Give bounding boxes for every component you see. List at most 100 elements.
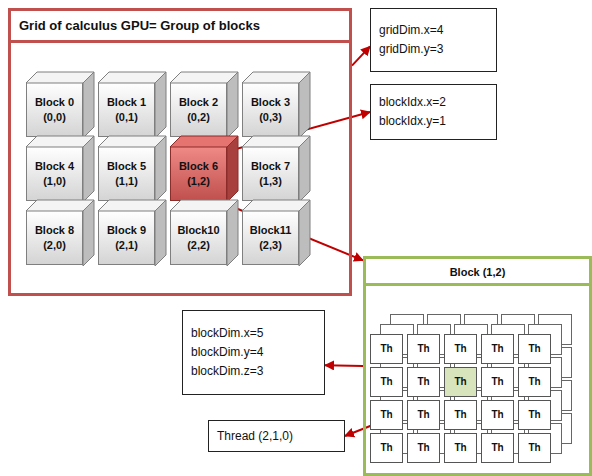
cube-top-face (242, 136, 310, 147)
cube-side-face (83, 200, 94, 266)
node-label: Block 1 (107, 95, 146, 110)
block-cube: Block 5(1,1) (98, 146, 155, 201)
node-label: (2,1) (115, 238, 138, 253)
cube-side-face (155, 72, 166, 138)
node-label: Th (417, 376, 429, 388)
thread-cell: Th (481, 367, 514, 397)
thread-cell: Th (444, 334, 477, 364)
block-cube: Block 7(1,3) (242, 146, 299, 201)
node-label: Th (380, 442, 392, 454)
header-rule (11, 40, 349, 43)
node-label: Th (380, 409, 392, 421)
node-label: Th (491, 343, 503, 355)
node-label: blockDim.y=4 (191, 343, 263, 362)
thread-cell: Th (407, 400, 440, 430)
block-cube: Block 0(0,0) (26, 82, 83, 137)
node-label: Block 8 (35, 223, 74, 238)
thread-cell: Th (407, 433, 440, 463)
cube-top-face (170, 200, 238, 211)
thread-cell-highlight: Th (444, 367, 477, 397)
node-label: Thread (2,1,0) (217, 427, 293, 446)
node-label: gridDim.y=3 (379, 40, 443, 59)
node-label: Th (528, 343, 540, 355)
block-cube: Block 8(2,0) (26, 210, 83, 265)
block-cube: Block 1(0,1) (98, 82, 155, 137)
cube-side-face (83, 72, 94, 138)
cube-top-face (98, 72, 166, 83)
cube-side-face (227, 136, 238, 202)
thread-cell: Th (370, 433, 403, 463)
cube-side-face (83, 136, 94, 202)
node-label: Th (454, 376, 466, 388)
node-label: Block 3 (251, 95, 290, 110)
node-label: (1,0) (43, 174, 66, 189)
thread-cell: Th (370, 334, 403, 364)
node-label: (1,2) (187, 174, 210, 189)
block-panel: Block (1,2)ThThThThThThThThThThThThThThT… (363, 256, 592, 476)
node-label: Th (491, 442, 503, 454)
node-label: (0,1) (115, 110, 138, 125)
cube-top-face (170, 136, 238, 147)
cube-side-face (155, 200, 166, 266)
block-cube: Block 2(0,2) (170, 82, 227, 137)
node-label: Block10 (177, 223, 219, 238)
node-label: Th (454, 442, 466, 454)
thread-cell: Th (518, 433, 551, 463)
cube-top-face (26, 72, 94, 83)
node-label: (2,2) (187, 238, 210, 253)
thread-cell: Th (518, 367, 551, 397)
panel-heading: Block (1,2) (450, 265, 506, 279)
cube-top-face (242, 200, 310, 211)
cube-top-face (242, 72, 310, 83)
node-label: Th (528, 376, 540, 388)
node-label: (0,2) (187, 110, 210, 125)
node-label: Th (417, 442, 429, 454)
cube-side-face (299, 136, 310, 202)
thread-cell: Th (407, 334, 440, 364)
block-cube: Block11(2,3) (242, 210, 299, 265)
grid-panel: Grid of calculus GPU= Group of blocksBlo… (8, 8, 352, 296)
cube-side-face (299, 200, 310, 266)
node-label: Th (454, 409, 466, 421)
arrow-connector (352, 46, 370, 65)
cube-top-face (26, 136, 94, 147)
node-label: Block 4 (35, 159, 74, 174)
thread-cell: Th (370, 367, 403, 397)
cube-side-face (227, 200, 238, 266)
node-label: Block 7 (251, 159, 290, 174)
callout-box: gridDim.x=4gridDim.y=3 (370, 8, 497, 72)
cube-side-face (227, 72, 238, 138)
arrow-connector (325, 364, 363, 367)
node-label: blockIdx.x=2 (379, 93, 446, 112)
block-cube: Block 9(2,1) (98, 210, 155, 265)
node-label: blockDim.x=5 (191, 324, 263, 343)
node-label: Th (491, 409, 503, 421)
cube-side-face (155, 136, 166, 202)
node-label: (1,3) (259, 174, 282, 189)
node-label: Block 5 (107, 159, 146, 174)
node-label: Th (380, 343, 392, 355)
node-label: blockDim.z=3 (191, 362, 263, 381)
node-label: Th (417, 343, 429, 355)
node-label: Th (528, 442, 540, 454)
node-label: Th (380, 376, 392, 388)
cube-top-face (98, 136, 166, 147)
node-label: (0,0) (43, 110, 66, 125)
thread-cell: Th (518, 400, 551, 430)
panel-heading: Grid of calculus GPU= Group of blocks (19, 18, 260, 34)
block-cube: Block10(2,2) (170, 210, 227, 265)
thread-cell: Th (370, 400, 403, 430)
thread-cell: Th (444, 400, 477, 430)
block-cube: Block 4(1,0) (26, 146, 83, 201)
thread-cell: Th (481, 400, 514, 430)
node-label: (0,3) (259, 110, 282, 125)
node-label: gridDim.x=4 (379, 21, 443, 40)
cube-side-face (299, 72, 310, 138)
node-label: Th (454, 343, 466, 355)
block-cube: Block 3(0,3) (242, 82, 299, 137)
node-label: Block11 (250, 223, 292, 238)
node-label: Block 0 (35, 95, 74, 110)
node-label: (2,3) (259, 238, 282, 253)
